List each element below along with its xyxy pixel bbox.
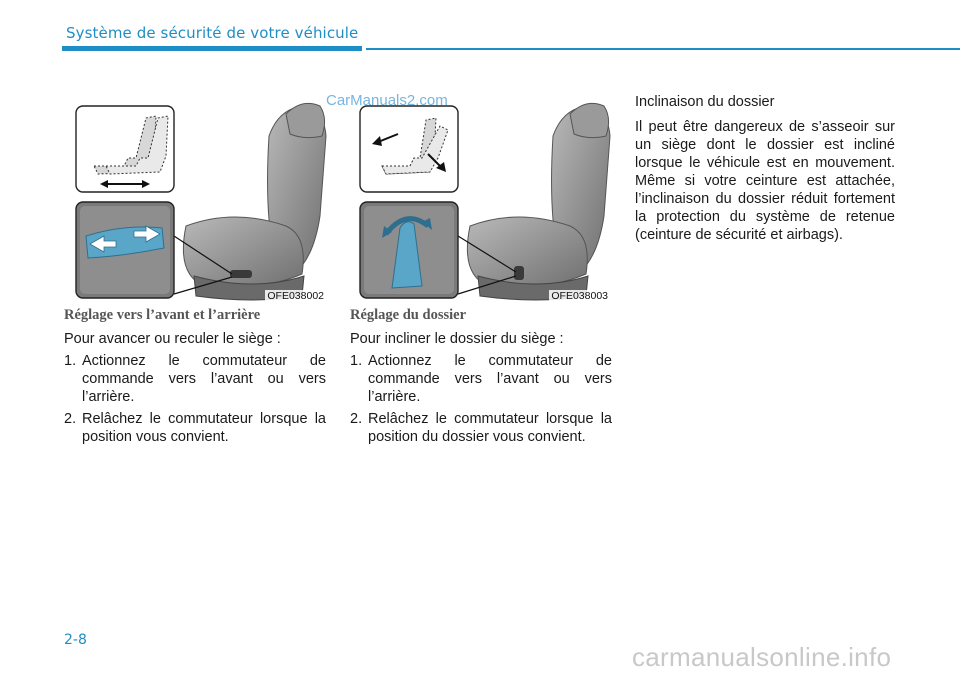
seat-slide-illustration: [75, 102, 327, 301]
step-text: Actionnez le commutateur de commande ver…: [368, 353, 612, 405]
warning-body: Il peut être dangereux de s’asseoir sur …: [635, 119, 895, 243]
step-number: 2.: [64, 411, 77, 427]
header-accent-bar: [62, 46, 362, 51]
step-text: Actionnez le commutateur de commande ver…: [82, 353, 326, 405]
steps-recline: 1. Actionnez le commutateur de commande …: [350, 352, 612, 450]
header-rule: [366, 48, 960, 50]
list-item: 1. Actionnez le commutateur de commande …: [350, 352, 612, 406]
intro-fore-aft: Pour avancer ou reculer le siège :: [64, 331, 281, 347]
figure-code: OFE038002: [265, 290, 326, 302]
watermark-bottom: carmanualsonline.info: [632, 642, 892, 672]
step-text: Relâchez le commutateur lorsque la posit…: [82, 411, 326, 445]
page-number: 2-8: [64, 632, 87, 648]
list-item: 1. Actionnez le commutateur de commande …: [64, 352, 326, 406]
section-header-title: Système de sécurité de votre véhicule: [66, 24, 359, 42]
figure-seat-slide: OFE038002: [64, 96, 328, 304]
seat-recline-illustration: [359, 102, 611, 301]
figure-code: OFE038003: [549, 290, 610, 302]
list-item: 2. Relâchez le commutateur lorsque la po…: [350, 410, 612, 446]
step-text: Relâchez le commutateur lorsque la posit…: [368, 411, 612, 445]
section-title-fore-aft: Réglage vers l’avant et l’arrière: [64, 307, 261, 323]
section-title-recline: Réglage du dossier: [350, 307, 466, 323]
step-number: 2.: [350, 411, 363, 427]
step-number: 1.: [350, 353, 363, 369]
watermark-top: CarManuals2.com: [326, 92, 448, 109]
warning-title: Inclinaison du dossier: [635, 94, 775, 110]
list-item: 2. Relâchez le commutateur lorsque la po…: [64, 410, 326, 446]
figure-seat-recline: OFE038003: [348, 96, 612, 304]
intro-recline: Pour incliner le dossier du siège :: [350, 331, 564, 347]
steps-fore-aft: 1. Actionnez le commutateur de commande …: [64, 352, 326, 450]
step-number: 1.: [64, 353, 77, 369]
